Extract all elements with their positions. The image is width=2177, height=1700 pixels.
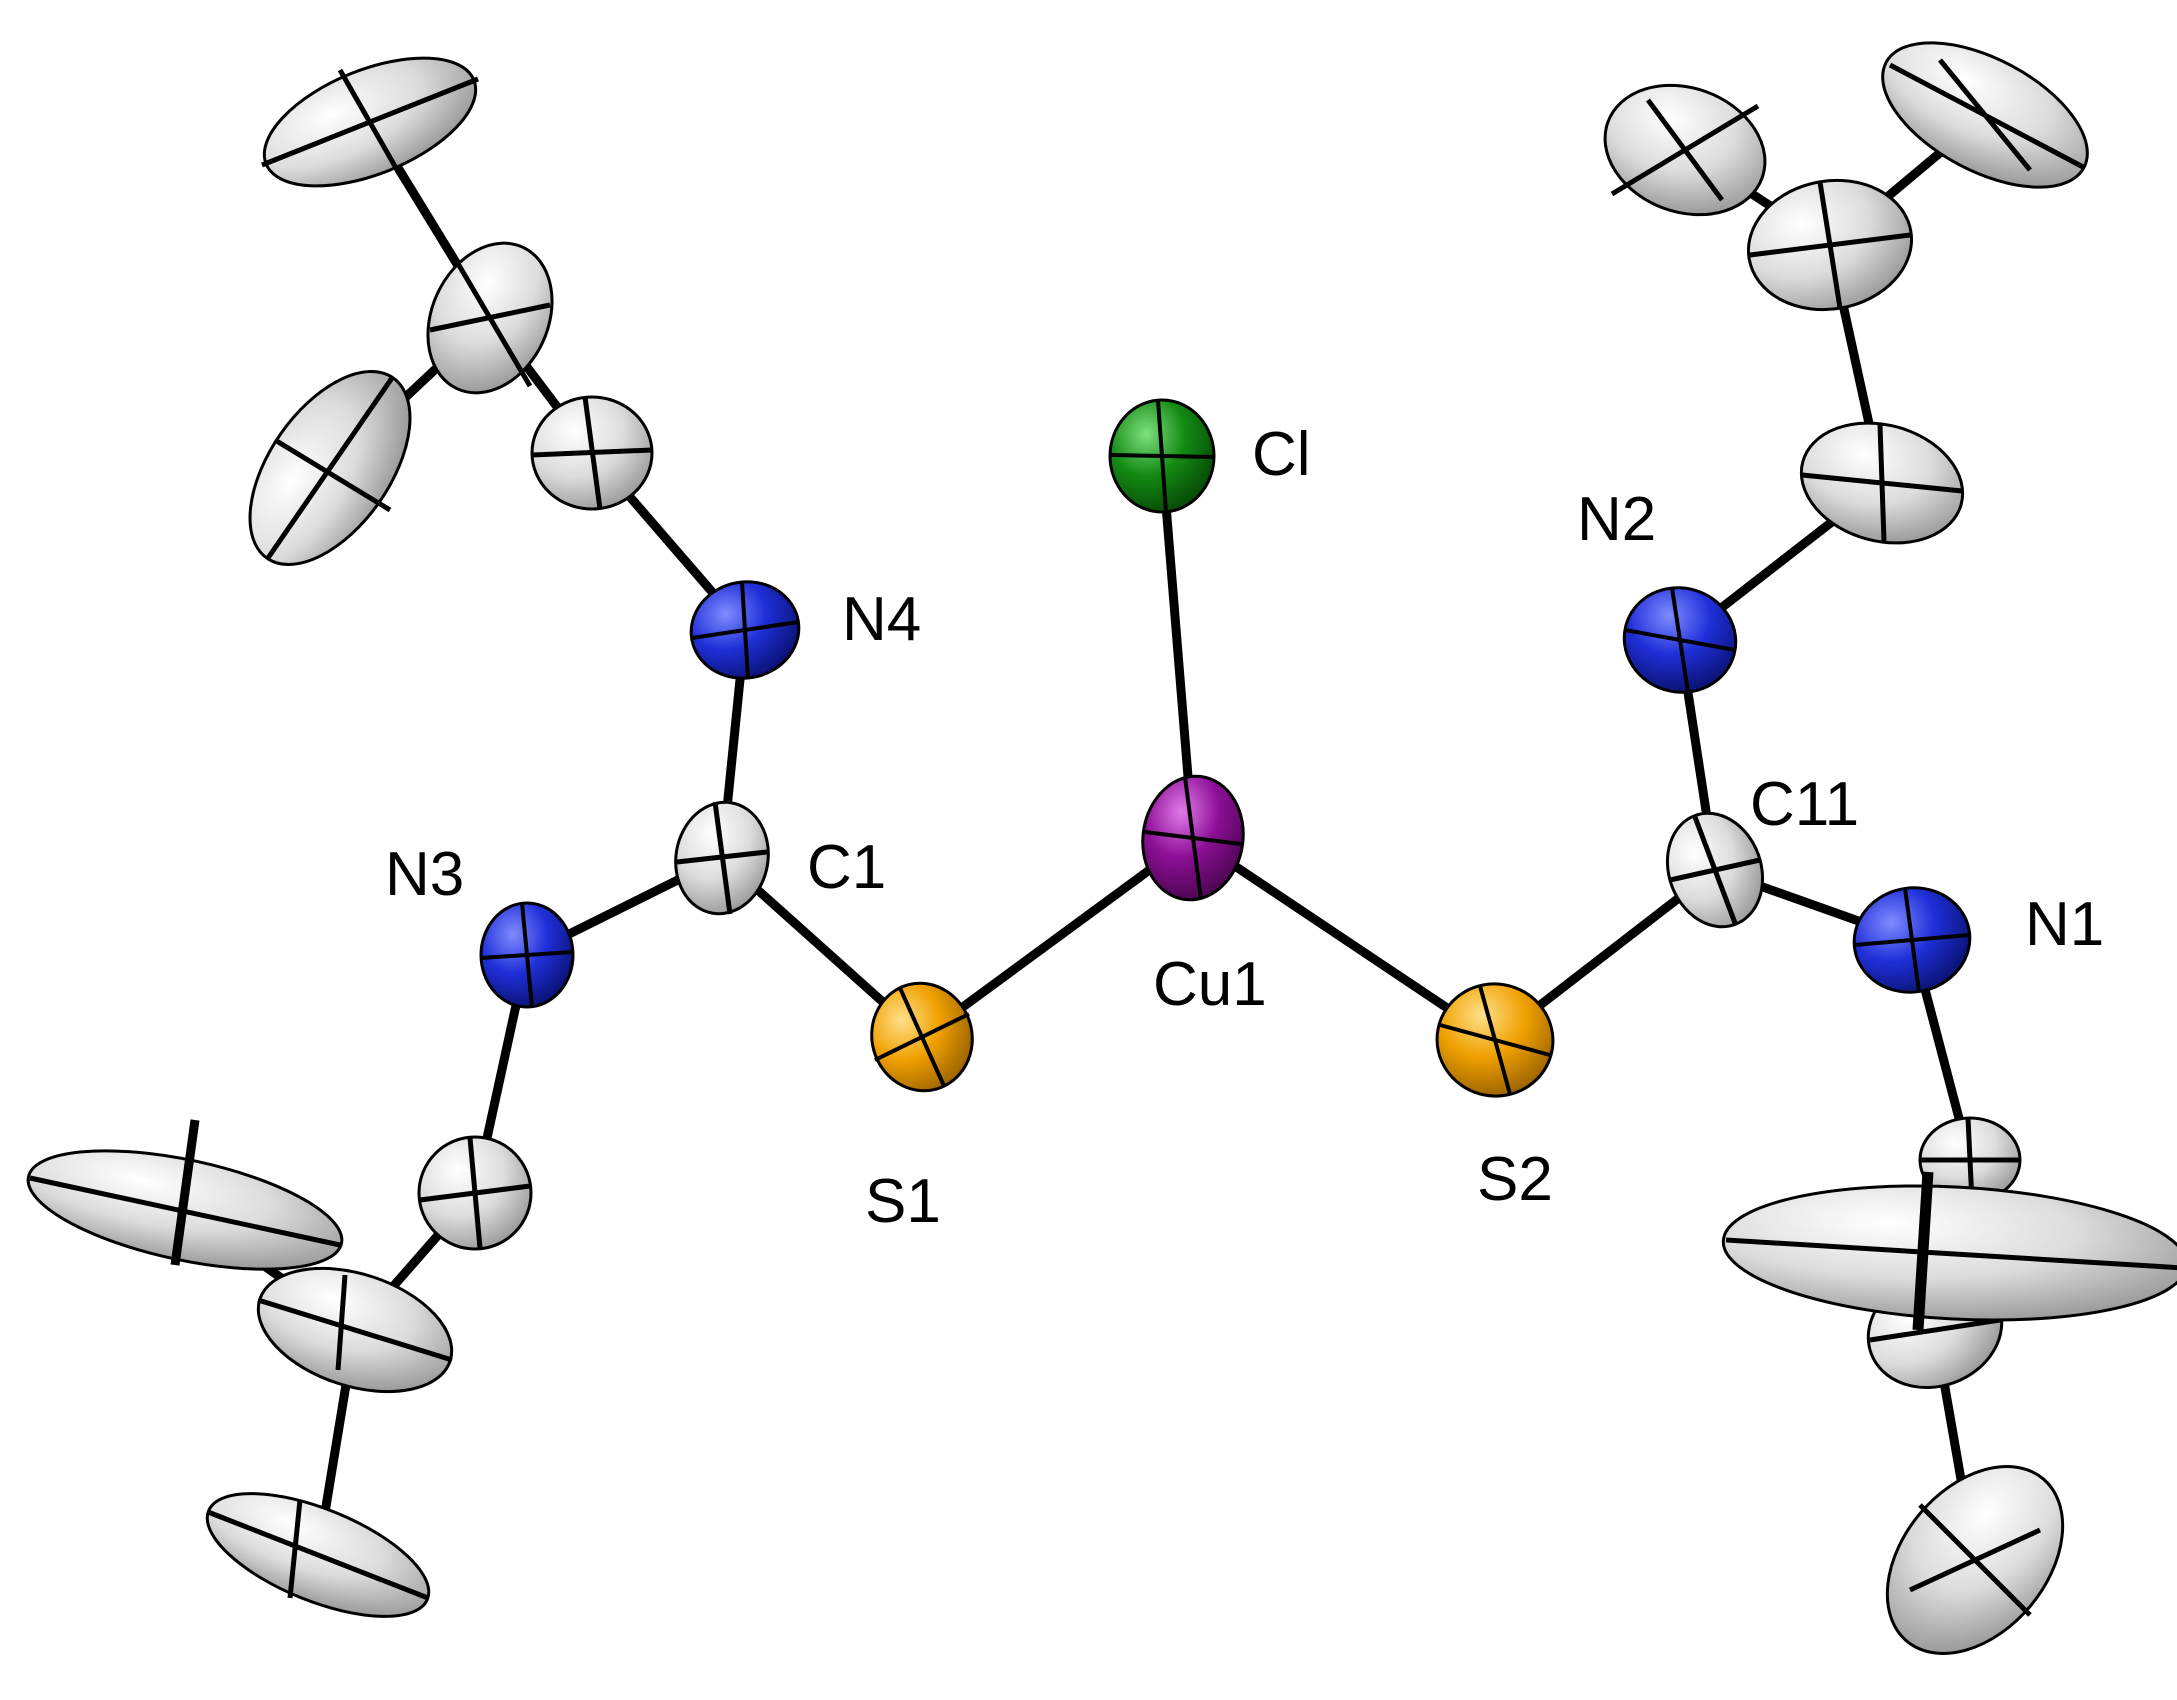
atom-carbon (530, 395, 654, 511)
label-n2: N2 (1577, 485, 1656, 554)
atom-carbon (205, 1492, 431, 1618)
label-n3: N3 (385, 840, 464, 909)
atom-carbon (1603, 83, 1767, 217)
label-s1: S1 (865, 1167, 941, 1236)
atom-carbon (1885, 1465, 2065, 1655)
atom-nitrogen (1852, 886, 1972, 994)
label-n4: N4 (842, 585, 921, 654)
label-c1: C1 (807, 833, 886, 902)
atom-carbon (1665, 811, 1765, 929)
label-n1: N1 (2025, 890, 2104, 959)
atom-carbon (1746, 178, 1914, 312)
atom-copper (1141, 774, 1245, 902)
atom-carbon (256, 1266, 454, 1394)
label-s2: S2 (1477, 1145, 1553, 1214)
atom-carbon (674, 800, 770, 916)
atom-chlorine (1108, 398, 1216, 514)
bond (1188, 833, 1500, 1045)
atom-carbon (426, 241, 554, 395)
atom-carbon (248, 370, 412, 566)
atom-nitrogen (1622, 586, 1738, 694)
atom-nitrogen (479, 901, 575, 1009)
atom-nitrogen (689, 580, 801, 680)
atom-carbon (1799, 421, 1965, 545)
atom-carbon (1721, 1171, 2177, 1331)
atom-carbon (26, 1119, 344, 1271)
atom-carbon (417, 1135, 533, 1251)
atom-carbon (1881, 41, 2089, 189)
atom-carbon (261, 56, 479, 188)
label-cl: Cl (1252, 420, 1311, 489)
bond (1157, 451, 1198, 843)
atom-sulfur (870, 981, 974, 1093)
atom-labels: Cl Cu1 S1 S2 C1 C11 N1 N2 N3 N4 (385, 420, 2104, 1236)
label-c11: C11 (1750, 770, 1859, 839)
atoms (26, 41, 2177, 1655)
atom-carbon (1918, 1116, 2022, 1204)
label-cu1: Cu1 (1153, 950, 1267, 1019)
atom-sulfur (1435, 982, 1555, 1098)
